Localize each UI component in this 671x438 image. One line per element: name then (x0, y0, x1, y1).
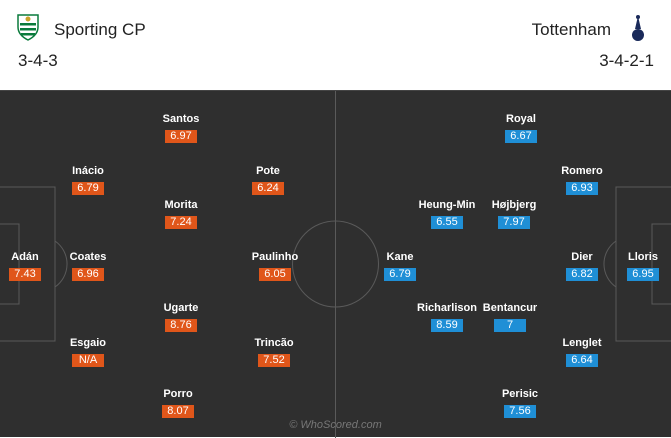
player-rating: 7.97 (498, 216, 530, 229)
sporting-crest-icon (17, 14, 39, 41)
home-player-coates[interactable]: Coates 6.96 (53, 251, 123, 282)
tottenham-crest-icon (632, 15, 644, 41)
away-player-heung-min[interactable]: Heung-Min 6.55 (412, 199, 482, 230)
player-name: Royal (506, 113, 536, 125)
away-player-lloris[interactable]: Lloris 6.95 (608, 251, 671, 282)
player-rating: 6.55 (431, 216, 463, 229)
player-name: Esgaio (69, 337, 107, 349)
player-name: Bentancur (482, 302, 538, 314)
away-team-name: Tottenham (531, 20, 611, 39)
player-rating: N/A (72, 354, 104, 367)
player-name: Heung-Min (418, 199, 476, 211)
player-name: Pote (256, 165, 280, 177)
player-rating: 6.79 (384, 268, 416, 281)
player-rating: 6.64 (566, 354, 598, 367)
player-rating: 6.67 (505, 130, 537, 143)
home-player-porro[interactable]: Porro 8.07 (143, 388, 213, 419)
away-player-romero[interactable]: Romero 6.93 (547, 165, 617, 196)
player-rating: 6.05 (259, 268, 291, 281)
home-player-adan[interactable]: Adán 7.43 (0, 251, 60, 282)
player-name: Trincão (254, 337, 294, 349)
away-player-bentancur[interactable]: Bentancur 7 (475, 302, 545, 333)
player-rating: 8.76 (165, 319, 197, 332)
away-formation: 3-4-2-1 (599, 51, 654, 70)
home-player-pote[interactable]: Pote 6.24 (233, 165, 303, 196)
player-name: Morita (164, 199, 198, 211)
player-name: Inácio (72, 165, 104, 177)
player-rating: 6.96 (72, 268, 104, 281)
player-name: Kane (386, 251, 414, 263)
player-name: Richarlison (417, 302, 477, 314)
away-player-hojbjerg[interactable]: Højbjerg 7.97 (479, 199, 549, 230)
away-player-perisic[interactable]: Perisic 7.56 (485, 388, 555, 419)
match-header: Sporting CP 3-4-3 Tottenham 3-4-2-1 (0, 0, 671, 90)
player-rating: 6.24 (252, 182, 284, 195)
away-player-dier[interactable]: Dier 6.82 (547, 251, 617, 282)
player-name: Lenglet (562, 337, 602, 349)
player-name: Lloris (628, 251, 658, 263)
home-player-paulinho[interactable]: Paulinho 6.05 (240, 251, 310, 282)
player-name: Dier (571, 251, 593, 263)
home-player-trincao[interactable]: Trincão 7.52 (239, 337, 309, 368)
player-name: Porro (163, 388, 193, 400)
player-rating: 8.59 (431, 319, 463, 332)
away-player-lenglet[interactable]: Lenglet 6.64 (547, 337, 617, 368)
player-name: Perisic (501, 388, 539, 400)
player-rating: 6.82 (566, 268, 598, 281)
home-team-name: Sporting CP (54, 20, 146, 39)
away-player-richarlison[interactable]: Richarlison 8.59 (412, 302, 482, 333)
away-player-kane[interactable]: Kane 6.79 (365, 251, 435, 282)
player-rating: 7.43 (9, 268, 41, 281)
player-name: Coates (69, 251, 107, 263)
whoscored-watermark: © WhoScored.com (289, 419, 382, 431)
player-name: Højbjerg (491, 199, 537, 211)
player-rating: 7.52 (258, 354, 290, 367)
player-rating: 7.24 (165, 216, 197, 229)
player-name: Romero (561, 165, 603, 177)
player-rating: 6.95 (627, 268, 659, 281)
home-formation: 3-4-3 (18, 51, 58, 70)
pitch-lines (0, 91, 671, 438)
pitch: Adán 7.43 Inácio 6.79 Coates 6.96 Esgaio… (0, 90, 671, 438)
player-rating: 6.97 (165, 130, 197, 143)
player-name: Santos (162, 113, 200, 125)
player-rating: 6.93 (566, 182, 598, 195)
home-player-inacio[interactable]: Inácio 6.79 (53, 165, 123, 196)
home-player-ugarte[interactable]: Ugarte 8.76 (146, 302, 216, 333)
home-player-santos[interactable]: Santos 6.97 (146, 113, 216, 144)
player-name: Ugarte (163, 302, 199, 314)
player-rating: 6.79 (72, 182, 104, 195)
player-name: Paulinho (251, 251, 299, 263)
home-player-morita[interactable]: Morita 7.24 (146, 199, 216, 230)
player-rating: 7 (494, 319, 526, 332)
home-player-esgaio[interactable]: Esgaio N/A (53, 337, 123, 368)
player-name: Adán (11, 251, 39, 263)
away-player-royal[interactable]: Royal 6.67 (486, 113, 556, 144)
player-rating: 7.56 (504, 405, 536, 418)
player-rating: 8.07 (162, 405, 194, 418)
